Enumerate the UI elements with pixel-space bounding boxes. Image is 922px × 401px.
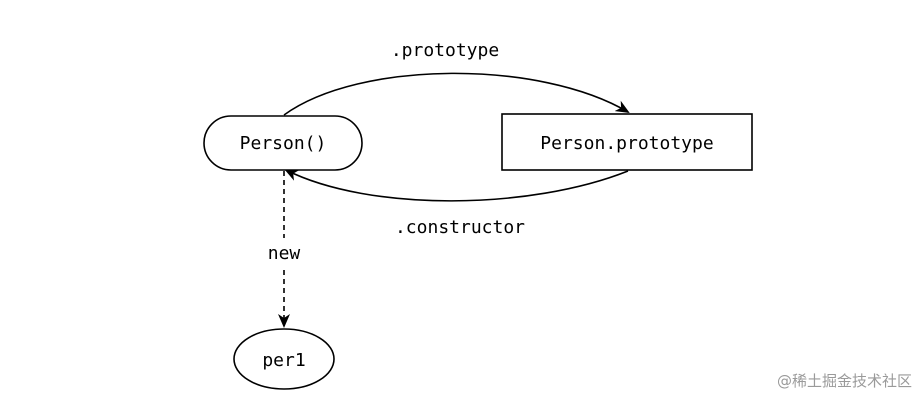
instance-node xyxy=(233,328,335,390)
person-prototype-label: Person.prototype xyxy=(540,133,713,154)
person-prototype-node xyxy=(501,113,753,171)
new-edge-label: new xyxy=(268,243,301,264)
constructor-edge-label: .constructor xyxy=(395,217,525,238)
prototype-edge-label: .prototype xyxy=(391,40,499,61)
instance-label: per1 xyxy=(262,350,305,371)
new-label-background xyxy=(260,238,310,268)
prototype-arrow xyxy=(283,72,630,116)
person-constructor-node xyxy=(203,115,363,171)
watermark-text: @稀土掘金技术社区 xyxy=(776,372,912,390)
constructor-arrow xyxy=(284,169,629,202)
person-constructor-label: Person() xyxy=(240,133,327,154)
